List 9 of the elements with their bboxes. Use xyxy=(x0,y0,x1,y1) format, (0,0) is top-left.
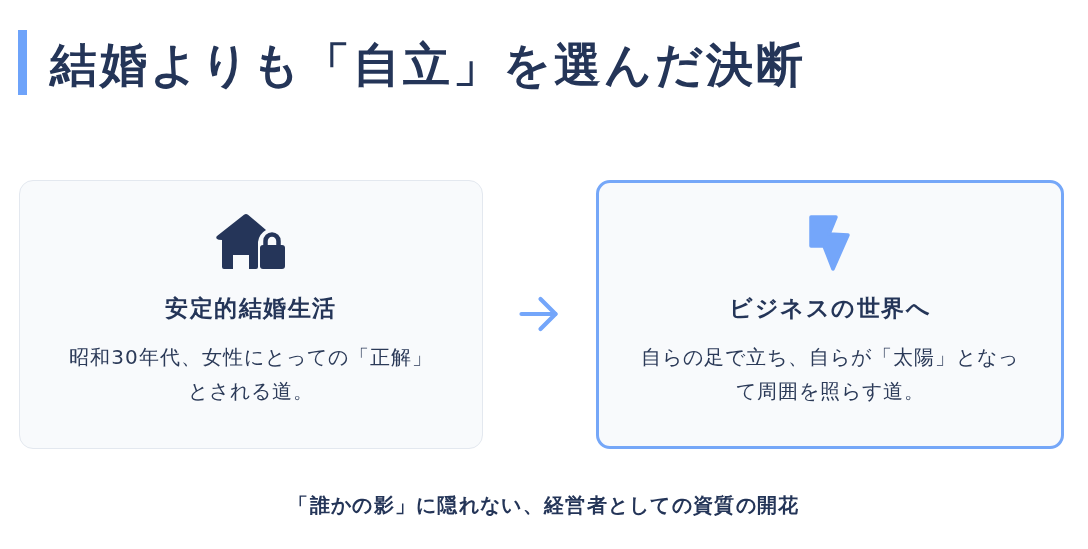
card-text: 自らの足で立ち、自らが「太陽」となって周囲を照らす道。 xyxy=(640,344,1020,405)
caption-text: 「誰かの影」に隠れない、経営者としての資質の開花 xyxy=(288,492,800,519)
card-text: 昭和30年代、女性にとっての「正解」とされる道。 xyxy=(68,344,434,405)
card-heading: 安定的結婚生活 xyxy=(165,294,337,323)
option-card xyxy=(596,180,1064,449)
option-card xyxy=(19,180,483,449)
page-title: 結婚よりも「自立」を選んだ決断 xyxy=(50,36,806,94)
card-heading: ビジネスの世界へ xyxy=(729,294,931,323)
arrow xyxy=(519,296,558,332)
